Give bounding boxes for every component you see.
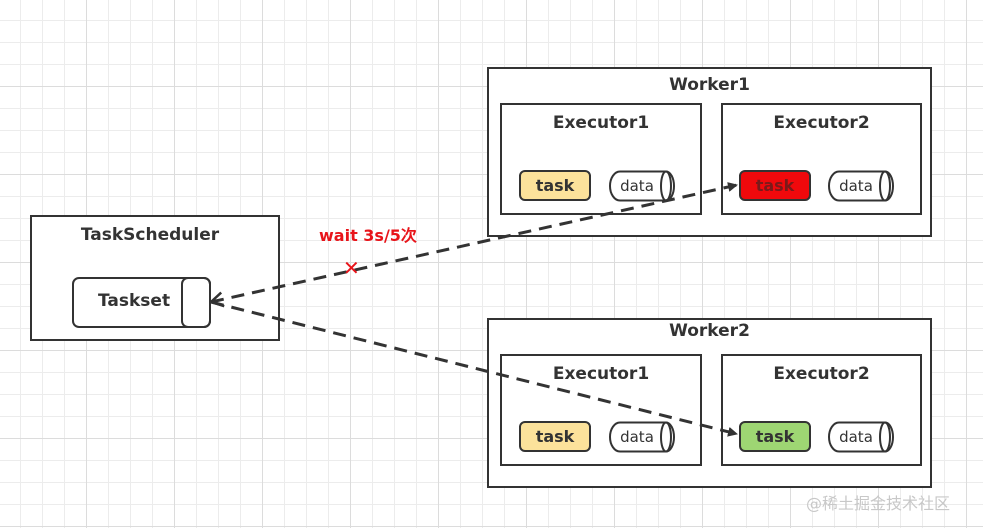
- data-label: data: [620, 427, 654, 446]
- worker1-executor1-data: data: [609, 170, 675, 202]
- data-label: data: [620, 176, 654, 195]
- worker1-executor2-data: data: [828, 170, 894, 202]
- taskset-queue: Taskset: [72, 277, 211, 328]
- worker2-executor2-data: data: [828, 421, 894, 453]
- fail-cross-icon: ✕: [343, 256, 360, 280]
- worker2-executor1-task: task: [519, 421, 591, 452]
- taskset-label: Taskset: [98, 291, 171, 311]
- cylinder-icon: [828, 421, 894, 453]
- task-scheduler-title: TaskScheduler: [80, 225, 220, 245]
- cylinder-icon: [828, 170, 894, 202]
- watermark: @稀土掘金技术社区: [806, 494, 951, 513]
- task-scheduler-box: TaskScheduler Taskset: [30, 215, 280, 341]
- executor-title: Executor1: [552, 364, 650, 384]
- executor-title: Executor1: [552, 113, 650, 133]
- worker2-executor2-task-success: task: [739, 421, 811, 452]
- retry-annotation: wait 3s/5次: [319, 226, 417, 245]
- worker1-title: Worker1: [669, 75, 750, 95]
- data-label: data: [839, 427, 873, 446]
- executor-title: Executor2: [773, 364, 870, 384]
- executor-title: Executor2: [773, 113, 870, 133]
- worker2-title: Worker2: [669, 321, 750, 341]
- worker1-executor2-task-failed: task: [739, 170, 811, 201]
- worker1-executor1-task: task: [519, 170, 591, 201]
- worker2-executor1-data: data: [609, 421, 675, 453]
- data-label: data: [839, 176, 873, 195]
- taskset-queue-end: [181, 277, 211, 328]
